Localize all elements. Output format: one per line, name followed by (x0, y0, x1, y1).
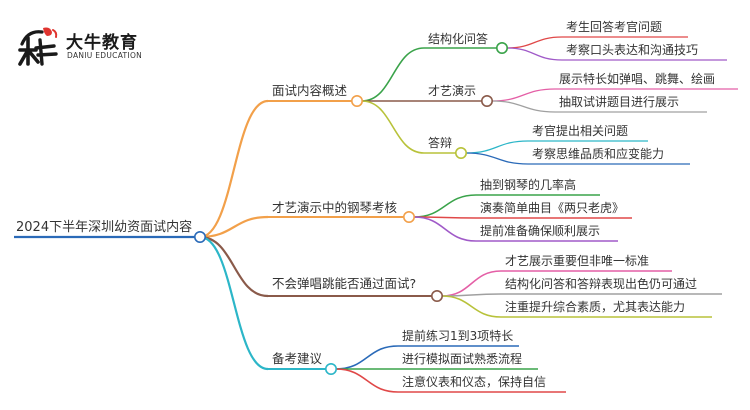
root-collapse-toggle[interactable] (194, 231, 207, 244)
branch-label: 不会弹唱跳能否通过面试? (272, 276, 416, 291)
branch-collapse-toggle[interactable] (402, 211, 415, 224)
branch-label: 面试内容概述 (272, 83, 348, 98)
branch-collapse-toggle[interactable] (350, 95, 363, 108)
subtopic-label: 注意仪表和仪态，保持自信 (402, 374, 546, 389)
mindmap-links (14, 36, 738, 393)
logo-subtitle: DANIU EDUCATION (67, 51, 143, 60)
branch-link (199, 215, 269, 239)
branch-label: 才艺演示中的钢琴考核 (272, 200, 398, 215)
leaf-label: 考官提出相关问题 (532, 123, 628, 138)
subtopic-label: 注重提升综合素质，尤其表达能力 (505, 299, 685, 314)
mindmap-nodes: 2024下半年深圳幼资面试内容 面试内容概述 结构化问答 考生回答考官问题考察口头表达… (16, 19, 715, 389)
logo-title: 大牛教育 (66, 33, 138, 53)
branch-collapse-toggle[interactable] (324, 362, 337, 375)
subtopic-collapse-toggle[interactable] (480, 95, 493, 108)
logo-mark-icon (16, 24, 60, 70)
leaf-label: 考察思维品质和应变能力 (532, 146, 664, 161)
leaf-link (465, 152, 529, 165)
subtopic-collapse-toggle[interactable] (495, 41, 508, 54)
branch-collapse-toggle[interactable] (430, 289, 443, 302)
leaf-label: 展示特长如弹唱、跳舞、绘画 (559, 71, 715, 86)
leaf-label: 抽取试讲题目进行展示 (559, 94, 679, 109)
subtopic-label: 抽到钢琴的几率高 (480, 177, 576, 192)
subtopic-collapse-toggle[interactable] (454, 147, 467, 160)
leaf-link (506, 36, 563, 49)
subtopic-label: 才艺展示重要但非唯一标准 (505, 254, 649, 268)
subtopic-link (361, 100, 425, 154)
brand-logo: 大牛教育 DANIU EDUCATION (16, 24, 176, 70)
subtopic-label: 提前准备确保顺利展示 (480, 223, 600, 238)
subtopic-link (413, 216, 477, 242)
subtopic-label: 结构化问答 (428, 31, 488, 46)
leaf-label: 考察口头表达和沟通技巧 (566, 43, 698, 57)
subtopic-label: 答辩 (428, 135, 452, 150)
subtopic-link (335, 368, 399, 393)
subtopic-label: 演奏简单曲目《两只老虎》 (480, 200, 624, 215)
subtopic-link (441, 295, 502, 318)
root-node-label: 2024下半年深圳幼资面试内容 (16, 219, 192, 235)
subtopic-label: 提前练习1到3项特长 (402, 328, 513, 343)
branch-link (199, 235, 269, 371)
leaf-label: 考生回答考官问题 (566, 19, 662, 34)
leaf-link (506, 47, 563, 61)
subtopic-label: 才艺演示 (428, 83, 476, 98)
subtopic-label: 进行模拟面试熟悉流程 (402, 351, 522, 366)
branch-link (199, 99, 269, 239)
subtopic-link (361, 47, 425, 102)
branch-link (199, 235, 269, 298)
branch-label: 备考建议 (272, 351, 323, 366)
leaf-link (491, 100, 556, 113)
leaf-link (491, 88, 556, 102)
subtopic-label: 结构化问答和答辩表现出色仍可通过 (505, 276, 697, 291)
leaf-link (465, 140, 529, 154)
subtopic-link (441, 270, 502, 297)
subtopic-link (335, 345, 399, 370)
subtopic-link (413, 194, 477, 218)
